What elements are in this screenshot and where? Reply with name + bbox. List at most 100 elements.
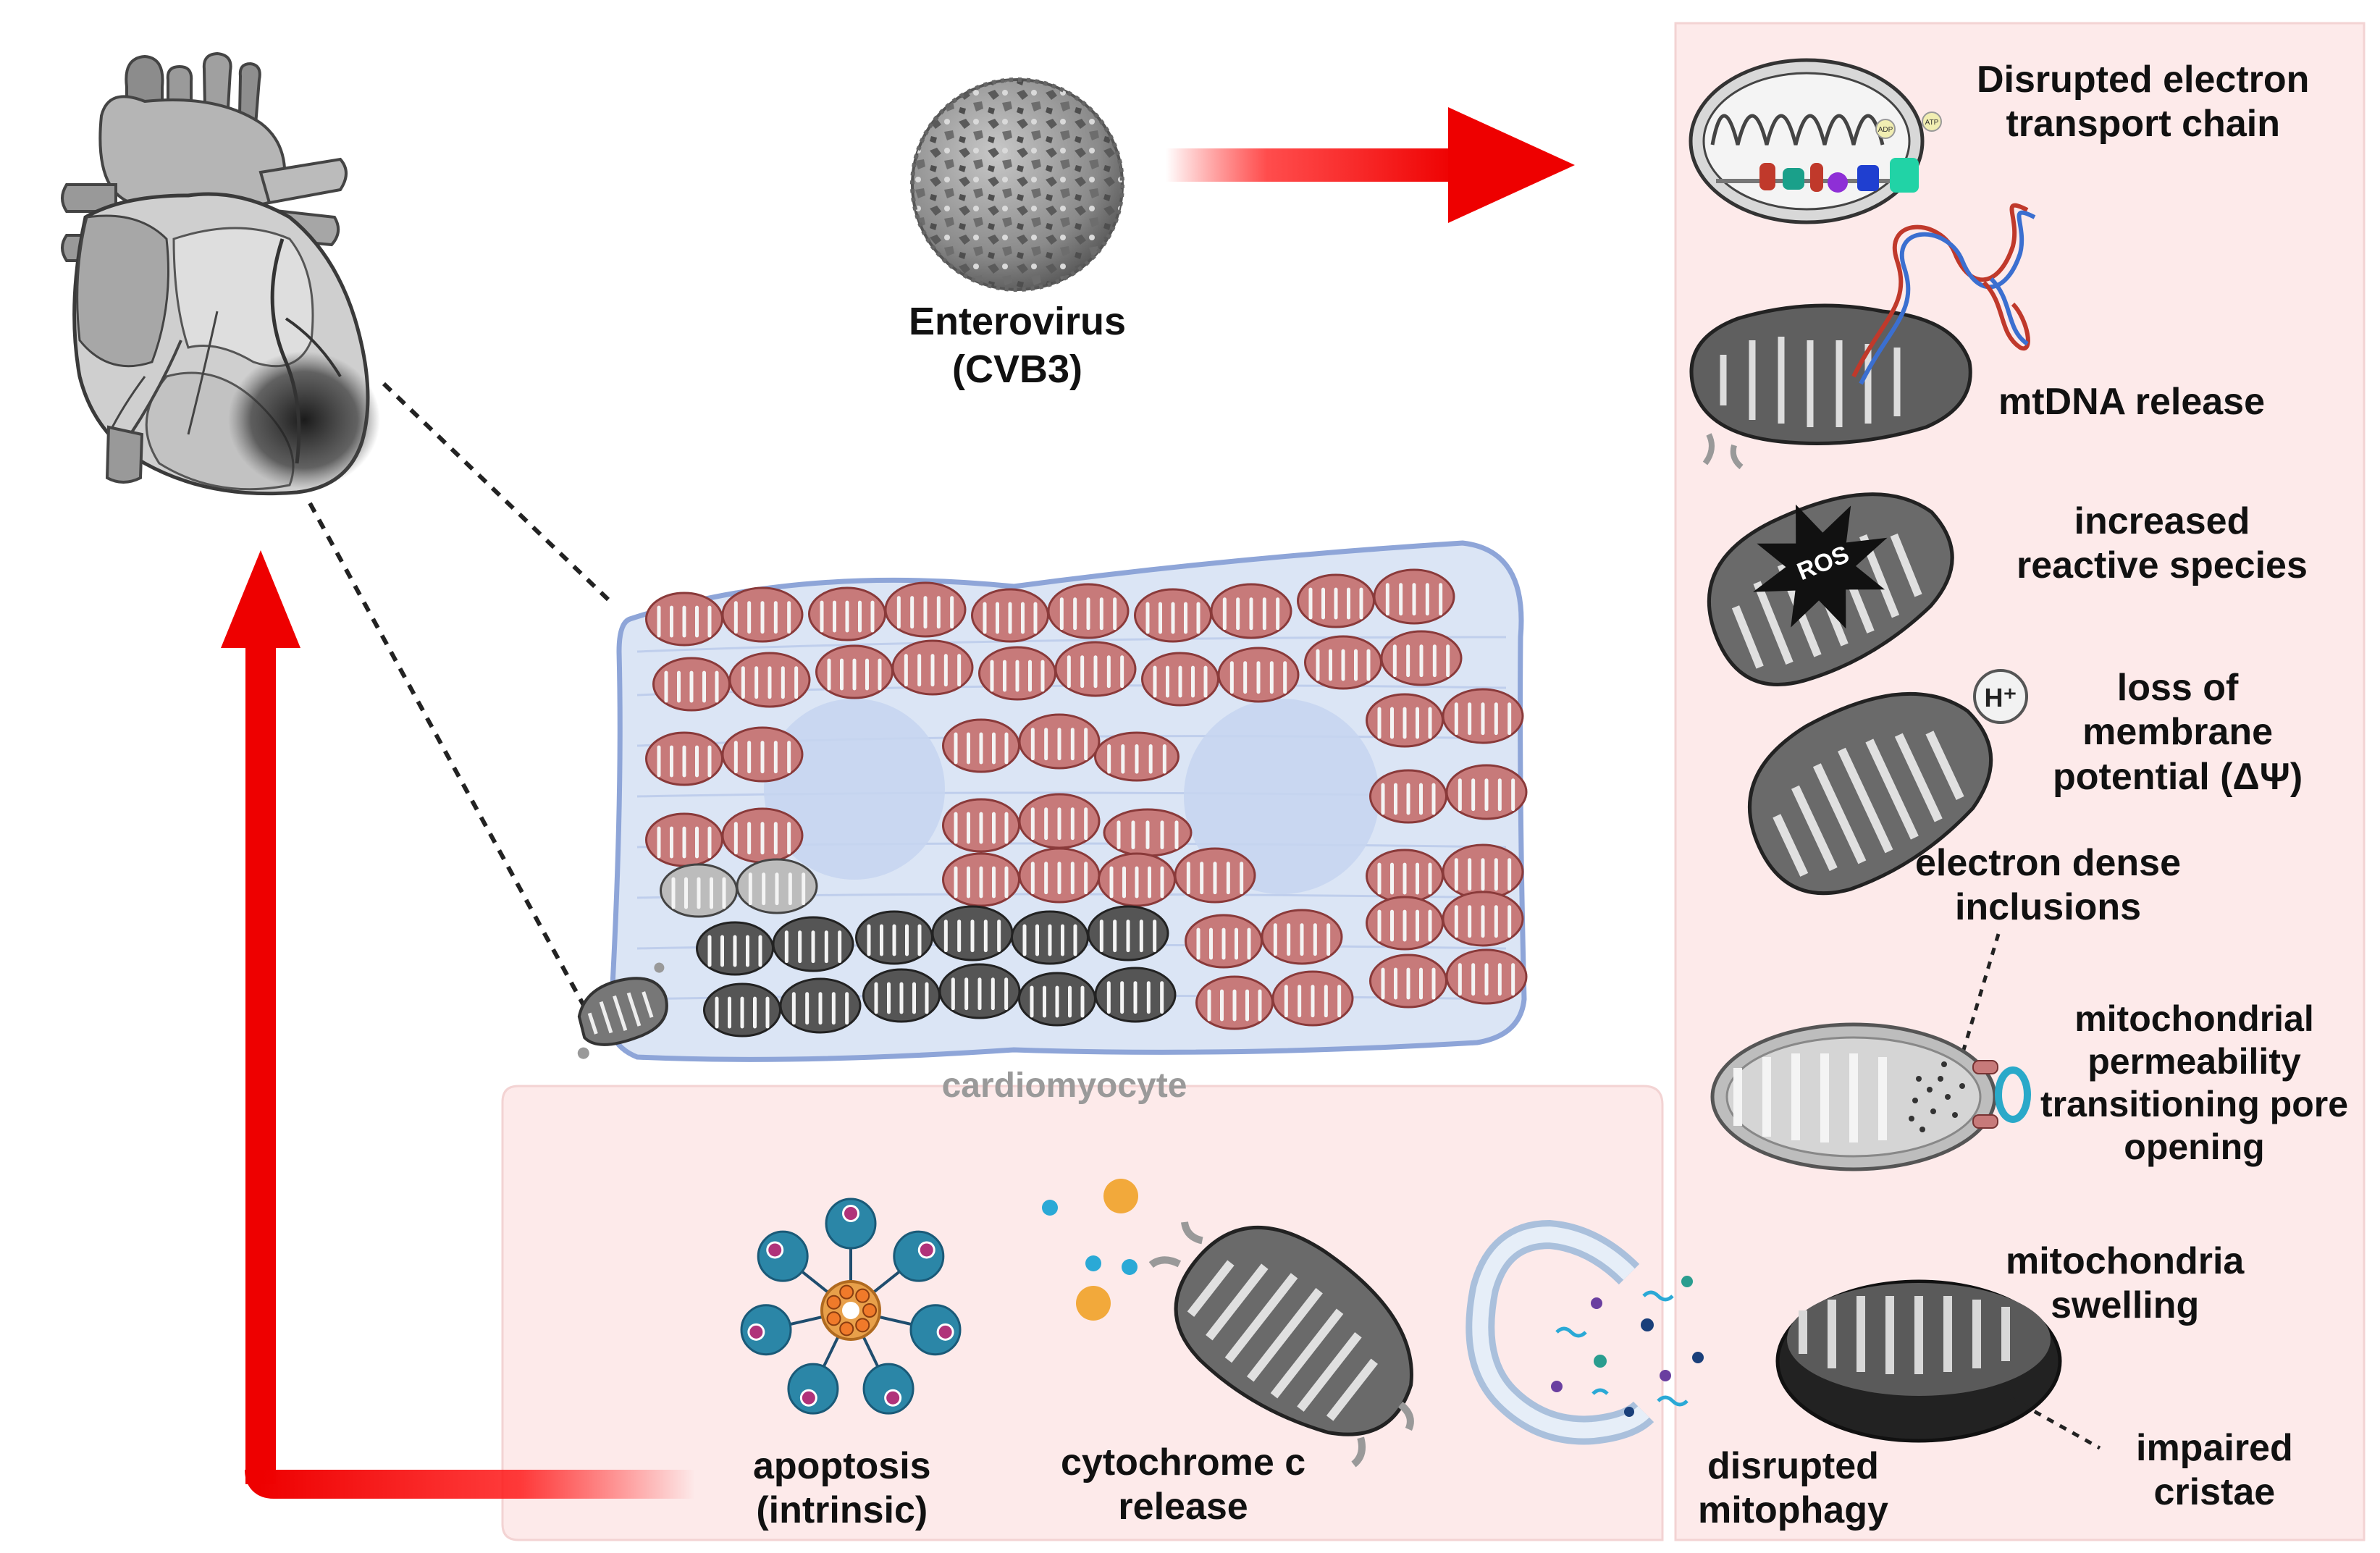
cell-mitochondrion [1369,769,1447,824]
cell-mitochondrion [862,968,941,1023]
cell-mitochondrion [1087,905,1169,961]
inclusion-pointer [1953,933,2001,1079]
cell-mitochondrion [1018,972,1096,1027]
label-mtdna-release: mtDNA release [1998,381,2266,423]
cell-mitochondrion [1366,896,1444,951]
zoom-line-lower [308,502,592,1019]
escaping-damaged-mitochondrion [577,962,668,1059]
cell-mitochondrion [1217,647,1300,703]
etc-mitochondrion: ADP ATP [1689,58,1942,224]
cell-mitochondrion [1018,713,1101,770]
cell-mitochondrion [728,652,811,708]
cell-mitochondrion [1094,967,1177,1023]
cell-mitochondrion [1210,583,1292,639]
cell-mitochondrion [736,858,818,914]
cell-mitochondrion [721,586,804,643]
cell-mitochondrion [1380,630,1463,686]
disrupted-mitophagy [1466,1219,1704,1445]
cell-mitochondrion [942,852,1020,907]
cell-mitochondrion [1185,914,1263,969]
cell-mitochondrion [1445,948,1528,1005]
zoom-line-upper [382,382,612,603]
cell-mitochondrion [942,798,1020,853]
cell-mitochondrion [1047,583,1130,639]
cell-mitochondrion [1442,843,1524,900]
cell-mitochondrion [1445,764,1528,820]
cell-mitochondrion [884,581,967,638]
mtdna-release-mitochondrion [1689,203,2036,470]
proton-badge: H⁺ [1985,683,2017,712]
cell-mitochondrion [721,726,804,783]
cell-mitochondrion [703,982,781,1038]
cell-mitochondrion [815,644,893,699]
cell-mitochondria-group [645,568,1528,1038]
cell-mitochondrion [978,646,1056,701]
label-apoptosis: apoptosis(intrinsic) [753,1445,931,1532]
arrow-virus-to-mitochondria [1166,107,1575,223]
virus-name-label: Enterovirus [909,300,1126,343]
cardiomyocyte-label: cardiomyocyte [942,1066,1187,1105]
cell-mitochondrion [1018,847,1101,904]
cell-mitochondrion [1297,573,1375,628]
cell-mitochondrion [645,812,723,867]
cell-mitochondrion [645,592,723,647]
cell-mitochondrion [660,863,738,918]
cell-mitochondrion [1369,954,1447,1009]
cell-mitochondrion [1018,793,1101,849]
cell-mitochondrion [1304,635,1382,690]
cytochrome-c-release [1042,1179,1414,1468]
cell-mitochondrion [1011,910,1089,965]
heart-illustration [61,51,380,496]
swelling-mitochondrion [1775,1279,2062,1443]
cell-mitochondrion [1271,970,1354,1027]
atp-label: ATP [1925,119,1939,127]
cell-mitochondrion [942,718,1020,773]
arrow-apoptosis-to-heart [221,550,695,1499]
cell-mitochondrion [1174,847,1256,904]
cell-mitochondrion [938,963,1021,1019]
cell-mitochondrion [1366,693,1444,748]
cell-mitochondrion [1094,731,1180,782]
cell-mitochondrion [779,977,862,1034]
cell-mitochondrion [1134,588,1212,643]
cell-mitochondrion [1261,909,1343,965]
cell-mitochondrion [931,905,1014,961]
cell-mitochondrion [1442,688,1524,744]
cell-mitochondrion [891,639,974,696]
cell-mitochondrion [1103,808,1193,857]
cell-mitochondrion [721,807,804,864]
cell-mitochondrion [808,586,886,641]
cell-mitochondrion [1442,891,1524,947]
cell-mitochondrion [1366,849,1444,904]
cell-mitochondrion [1373,568,1455,625]
cell-mitochondrion [971,588,1049,643]
adp-label: ADP [1878,126,1893,134]
membrane-potential-mitochondrion [1748,691,1993,896]
cell-mitochondrion [1141,652,1219,707]
cell-mitochondrion [772,916,854,972]
mptp-mitochondrion [1710,1022,2031,1171]
apoptosome-complex [740,1198,962,1415]
cell-mitochondrion [652,657,731,712]
cell-mitochondrion [1098,852,1176,907]
cell-mitochondrion [1054,641,1137,697]
cristae-pointer [2008,1395,2101,1450]
cell-mitochondrion [1195,975,1274,1030]
ros-mitochondrion [1707,492,1954,686]
cell-mitochondrion [855,910,933,965]
proton-badge-circle [1973,669,2028,724]
cell-mitochondrion [696,921,774,976]
cell-mitochondrion [645,731,723,786]
enterovirus-particle [910,77,1124,292]
virus-strain-label: (CVB3) [952,348,1082,391]
